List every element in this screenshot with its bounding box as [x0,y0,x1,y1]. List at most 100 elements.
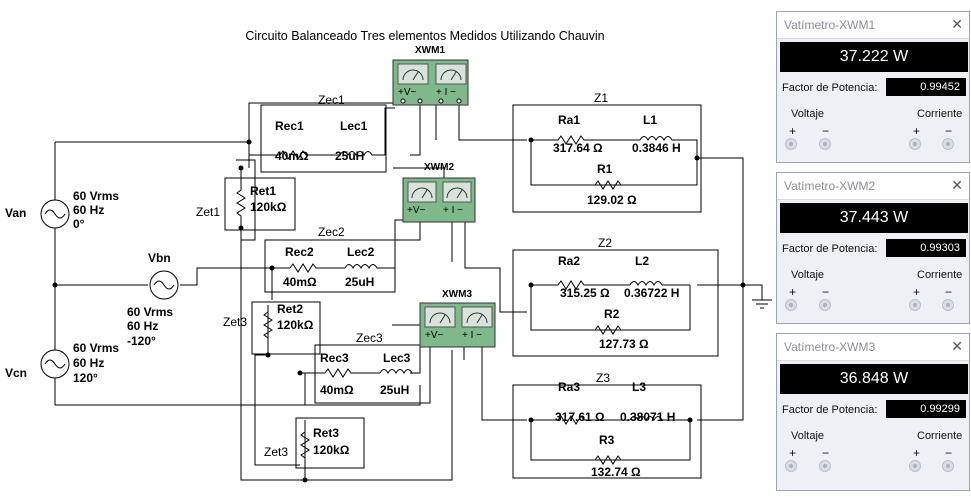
zec2-box [264,239,396,293]
close-icon[interactable]: ✕ [951,177,963,193]
voltage-plus-terminal[interactable] [785,460,797,472]
svg-text:Lec1: Lec1 [340,119,368,133]
wattmeter-xwm3[interactable]: +V− + I − XWM3 [419,289,496,348]
svg-text:L3: L3 [632,380,646,394]
svg-text:Lec2: Lec2 [347,245,375,259]
wattmeter-xwm1[interactable]: +V− + I − XWM1 [392,45,469,106]
current-minus-label: − [945,285,953,299]
svg-text:+V−: +V− [398,87,417,98]
svg-text:Zet1: Zet1 [196,205,220,219]
panel-titlebar[interactable]: Vatímetro-XWM3 ✕ [777,334,969,361]
pf-value: 0.99303 [886,239,966,257]
zec3-box [314,344,431,404]
current-minus-terminal[interactable] [942,460,954,472]
svg-text:Ra3: Ra3 [558,380,580,394]
svg-text:0.3846 H: 0.3846 H [632,141,681,155]
ground-icon [752,299,772,309]
svg-text:120kΩ: 120kΩ [313,443,350,457]
wattmeter-xwm2[interactable]: +V− + I − XWM2 [402,162,476,223]
panel-titlebar[interactable]: Vatímetro-XWM1 ✕ [777,12,969,39]
panel-titlebar[interactable]: Vatímetro-XWM2 ✕ [777,173,969,200]
z1-box [512,104,702,213]
svg-text:R1: R1 [597,162,613,176]
svg-text:+V−: +V− [425,330,444,341]
current-plus-label: + [913,446,921,460]
voltage-minus-label: − [822,285,830,299]
pf-label: Factor de Potencia: [782,82,878,94]
zet2-box [251,301,321,355]
svg-text:Z2: Z2 [598,236,612,250]
svg-text:-120°: -120° [127,334,156,348]
svg-text:Zec1: Zec1 [318,93,345,107]
junction-dots [52,137,746,483]
panel-title: Vatímetro-XWM3 [784,340,876,354]
svg-text:40mΩ: 40mΩ [320,383,354,397]
power-readout: 37.443 W [780,203,968,233]
circuit-title: Circuito Balanceado Tres elementos Medid… [245,29,604,43]
current-plus-label: + [913,124,921,138]
voltage-plus-terminal[interactable] [785,299,797,311]
source-van-name: Van [5,206,26,220]
svg-text:L2: L2 [635,254,649,268]
svg-text:120kΩ: 120kΩ [277,318,314,332]
svg-text:60 Hz: 60 Hz [127,319,158,333]
svg-text:+V−: +V− [407,205,426,216]
svg-text:Rec1: Rec1 [275,119,304,133]
wattmeter-panel-xwm1: Vatímetro-XWM1 ✕ 37.222 W Factor de Pote… [776,11,970,163]
close-icon[interactable]: ✕ [951,16,963,32]
source-vbn-name: Vbn [148,251,171,265]
svg-text:Zec2: Zec2 [318,225,345,239]
current-minus-terminal[interactable] [942,138,954,150]
svg-text:60 Vrms: 60 Vrms [127,305,173,319]
svg-text:Zet3: Zet3 [264,445,288,459]
voltage-plus-terminal[interactable] [785,138,797,150]
source-vcn-name: Vcn [5,366,27,380]
voltage-label: Voltaje [791,269,825,281]
svg-text:25uH: 25uH [335,149,364,163]
svg-text:60 Hz: 60 Hz [73,356,104,370]
svg-text:R2: R2 [604,307,620,321]
current-minus-terminal[interactable] [942,299,954,311]
panel-title: Vatímetro-XWM1 [784,18,876,32]
svg-text:+ I −: + I − [462,330,482,341]
current-plus-terminal[interactable] [909,299,921,311]
svg-text:317.64 Ω: 317.64 Ω [553,141,603,155]
voltage-plus-label: + [789,124,797,138]
current-plus-label: + [913,285,921,299]
current-minus-label: − [945,124,953,138]
svg-text:40mΩ: 40mΩ [283,275,317,289]
close-icon[interactable]: ✕ [951,338,963,354]
svg-text:Ret1: Ret1 [250,184,276,198]
svg-text:0.38071 H: 0.38071 H [620,410,675,424]
svg-text:Zec3: Zec3 [356,331,383,345]
svg-text:40mΩ: 40mΩ [275,149,309,163]
panel-title: Vatímetro-XWM2 [784,179,876,193]
svg-text:+ I −: + I − [443,205,463,216]
svg-text:Zet3: Zet3 [223,315,247,329]
svg-text:315.25 Ω: 315.25 Ω [560,286,610,300]
power-readout: 37.222 W [780,42,968,72]
current-label: Corriente [917,108,963,120]
current-label: Corriente [917,430,963,442]
pf-value: 0.99299 [886,400,966,418]
voltage-minus-terminal[interactable] [819,299,831,311]
svg-text:Ret2: Ret2 [277,302,303,316]
pf-label: Factor de Potencia: [782,243,878,255]
svg-text:129.02 Ω: 129.02 Ω [587,193,637,207]
svg-text:0°: 0° [73,217,85,231]
current-plus-terminal[interactable] [909,460,921,472]
voltage-minus-label: − [822,446,830,460]
svg-text:Ra1: Ra1 [558,113,580,127]
wattmeter-panel-xwm2: Vatímetro-XWM2 ✕ 37.443 W Factor de Pote… [776,172,970,324]
svg-text:317.61 Ω: 317.61 Ω [555,410,605,424]
components [236,135,690,465]
voltage-plus-label: + [789,446,797,460]
current-plus-terminal[interactable] [909,138,921,150]
voltage-minus-terminal[interactable] [819,460,831,472]
voltage-minus-terminal[interactable] [819,138,831,150]
pf-value: 0.99452 [886,78,966,96]
svg-text:Lec3: Lec3 [383,351,411,365]
svg-text:L1: L1 [643,113,657,127]
zec1-box [260,104,387,173]
voltage-plus-label: + [789,285,797,299]
